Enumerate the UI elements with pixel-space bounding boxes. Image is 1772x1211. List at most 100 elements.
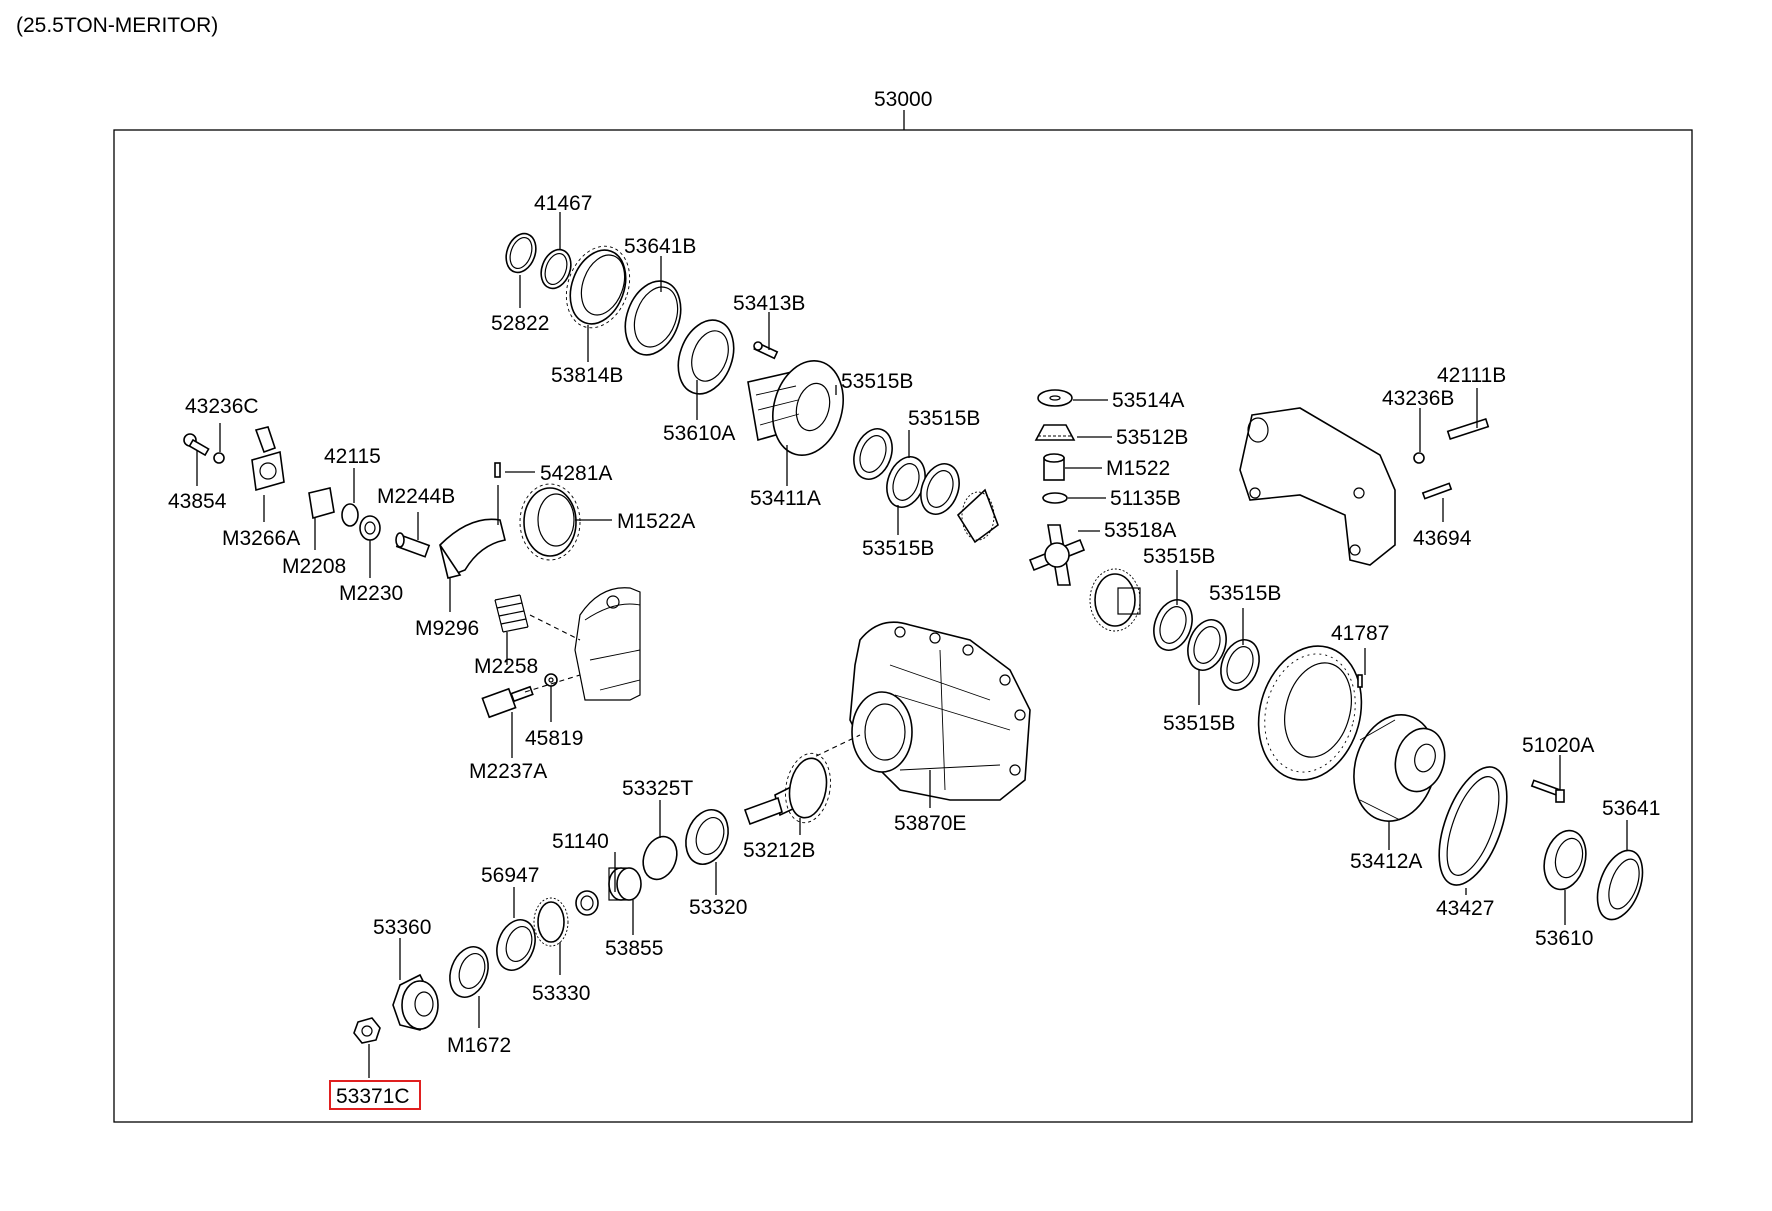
part-side-gear-right [1089, 568, 1141, 632]
part-51135B-oring [1042, 492, 1068, 504]
label-53515B-f[interactable]: 53515B [1163, 712, 1235, 735]
part-54281A-pin [494, 462, 501, 478]
label-56947[interactable]: 56947 [481, 864, 539, 887]
part-side-gear [956, 488, 999, 544]
label-41467[interactable]: 41467 [534, 192, 592, 215]
label-41787[interactable]: 41787 [1331, 622, 1389, 645]
label-M2244B[interactable]: M2244B [377, 485, 455, 508]
part-bearing-cap-bracket [1239, 407, 1396, 566]
part-M2244B-pin [395, 532, 431, 558]
part-43236C-washer [213, 452, 225, 464]
part-53518A-spider [1028, 524, 1086, 586]
part-51140-ring [575, 890, 599, 916]
label-51135B[interactable]: 51135B [1110, 487, 1181, 510]
label-M1522A[interactable]: M1522A [617, 510, 695, 533]
part-M2237A-sensor [481, 685, 534, 719]
label-42111B[interactable]: 42111B [1437, 364, 1506, 387]
label-53855[interactable]: 53855 [605, 937, 663, 960]
label-45819[interactable]: 45819 [525, 727, 583, 750]
label-53212B[interactable]: 53212B [743, 839, 815, 862]
assembly-frame [113, 129, 1693, 1123]
part-53320-bearing [685, 809, 729, 865]
label-51020A[interactable]: 51020A [1522, 734, 1594, 757]
label-53515B-e[interactable]: 53515B [1209, 582, 1281, 605]
part-53641B-race [624, 280, 682, 356]
label-53325T[interactable]: 53325T [622, 777, 693, 800]
label-53610[interactable]: 53610 [1535, 927, 1593, 950]
label-43854[interactable]: 43854 [168, 490, 227, 513]
label-53512B[interactable]: 53512B [1116, 426, 1188, 449]
diagram-title: (25.5TON-MERITOR) [16, 14, 218, 37]
part-53515B-washer-d [1153, 599, 1193, 651]
label-53515B-b[interactable]: 53515B [908, 407, 980, 430]
label-53515B-a[interactable]: 53515B [841, 370, 913, 393]
part-M1522A-gear [519, 483, 581, 561]
part-M2258-spring [494, 594, 529, 633]
label-M1672[interactable]: M1672 [447, 1034, 511, 1057]
label-42115[interactable]: 42115 [324, 445, 381, 468]
part-53411A-case [747, 360, 844, 456]
part-53212B-pinion-shaft [743, 752, 831, 826]
label-53330[interactable]: 53330 [532, 982, 590, 1005]
part-42115-oring [341, 503, 359, 527]
label-M2237A[interactable]: M2237A [469, 760, 547, 783]
part-housing-fragment [574, 587, 641, 701]
part-56947-bearing [496, 919, 536, 971]
label-53371C[interactable]: 53371C [336, 1085, 410, 1108]
label-43694[interactable]: 43694 [1413, 527, 1472, 550]
label-M3266A[interactable]: M3266A [222, 527, 300, 550]
label-53641B[interactable]: 53641B [624, 235, 696, 258]
label-53518A[interactable]: 53518A [1104, 519, 1176, 542]
part-41467-ring [540, 248, 572, 290]
label-M9296[interactable]: M9296 [415, 617, 479, 640]
label-M1522[interactable]: M1522 [1106, 457, 1170, 480]
part-53814B-gear [565, 245, 631, 329]
label-53411A[interactable]: 53411A [750, 487, 821, 510]
part-M3266A-bracket [251, 426, 285, 492]
part-53512B-pinion [1034, 424, 1076, 441]
label-43236C[interactable]: 43236C [185, 395, 259, 418]
label-53610A[interactable]: 53610A [663, 422, 735, 445]
label-M2258[interactable]: M2258 [474, 655, 538, 678]
assembly-number[interactable]: 53000 [874, 88, 932, 111]
label-53413B[interactable]: 53413B [733, 292, 805, 315]
label-43236B[interactable]: 43236B [1382, 387, 1454, 410]
label-53412A[interactable]: 53412A [1350, 850, 1422, 873]
part-42111B-bolt [1446, 418, 1490, 440]
part-53412A-case [1353, 714, 1446, 822]
part-53641-race [1596, 849, 1644, 921]
part-53413B-bolt [753, 341, 779, 360]
part-M2208-gasket [308, 487, 335, 520]
label-52822[interactable]: 52822 [491, 312, 549, 335]
label-53870E[interactable]: 53870E [894, 812, 966, 835]
part-53514A-washer [1037, 389, 1073, 407]
label-53515B-d[interactable]: 53515B [1143, 545, 1215, 568]
label-53320[interactable]: 53320 [689, 896, 747, 919]
part-53610-bearing [1543, 829, 1587, 891]
label-54281A[interactable]: 54281A [540, 462, 612, 485]
part-53855-spacer [608, 867, 642, 901]
label-51140[interactable]: 51140 [552, 830, 609, 853]
label-53641[interactable]: 53641 [1602, 797, 1660, 820]
part-53870E-housing [849, 621, 1031, 801]
label-53514A[interactable]: 53514A [1112, 389, 1184, 412]
part-43427-gasket [1438, 766, 1508, 886]
part-53515B-washer-e [1187, 619, 1227, 671]
part-53515B-washer-f [1220, 639, 1260, 691]
part-M9296-fork [439, 485, 506, 579]
part-43854-bolt [183, 433, 210, 457]
part-53371C-nut [353, 1017, 381, 1044]
label-43427[interactable]: 43427 [1436, 897, 1494, 920]
label-M2230[interactable]: M2230 [339, 582, 403, 605]
label-53360[interactable]: 53360 [373, 916, 431, 939]
part-53330-gear [533, 897, 569, 947]
part-ring-gear [1257, 645, 1363, 781]
part-M1672-seal [449, 946, 489, 998]
part-52822-ring [505, 232, 537, 274]
part-53515B-washer-a [853, 428, 893, 480]
label-53515B-c[interactable]: 53515B [862, 537, 934, 560]
part-53325T-oring [642, 835, 678, 881]
label-53814B[interactable]: 53814B [551, 364, 623, 387]
label-M2208[interactable]: M2208 [282, 555, 346, 578]
